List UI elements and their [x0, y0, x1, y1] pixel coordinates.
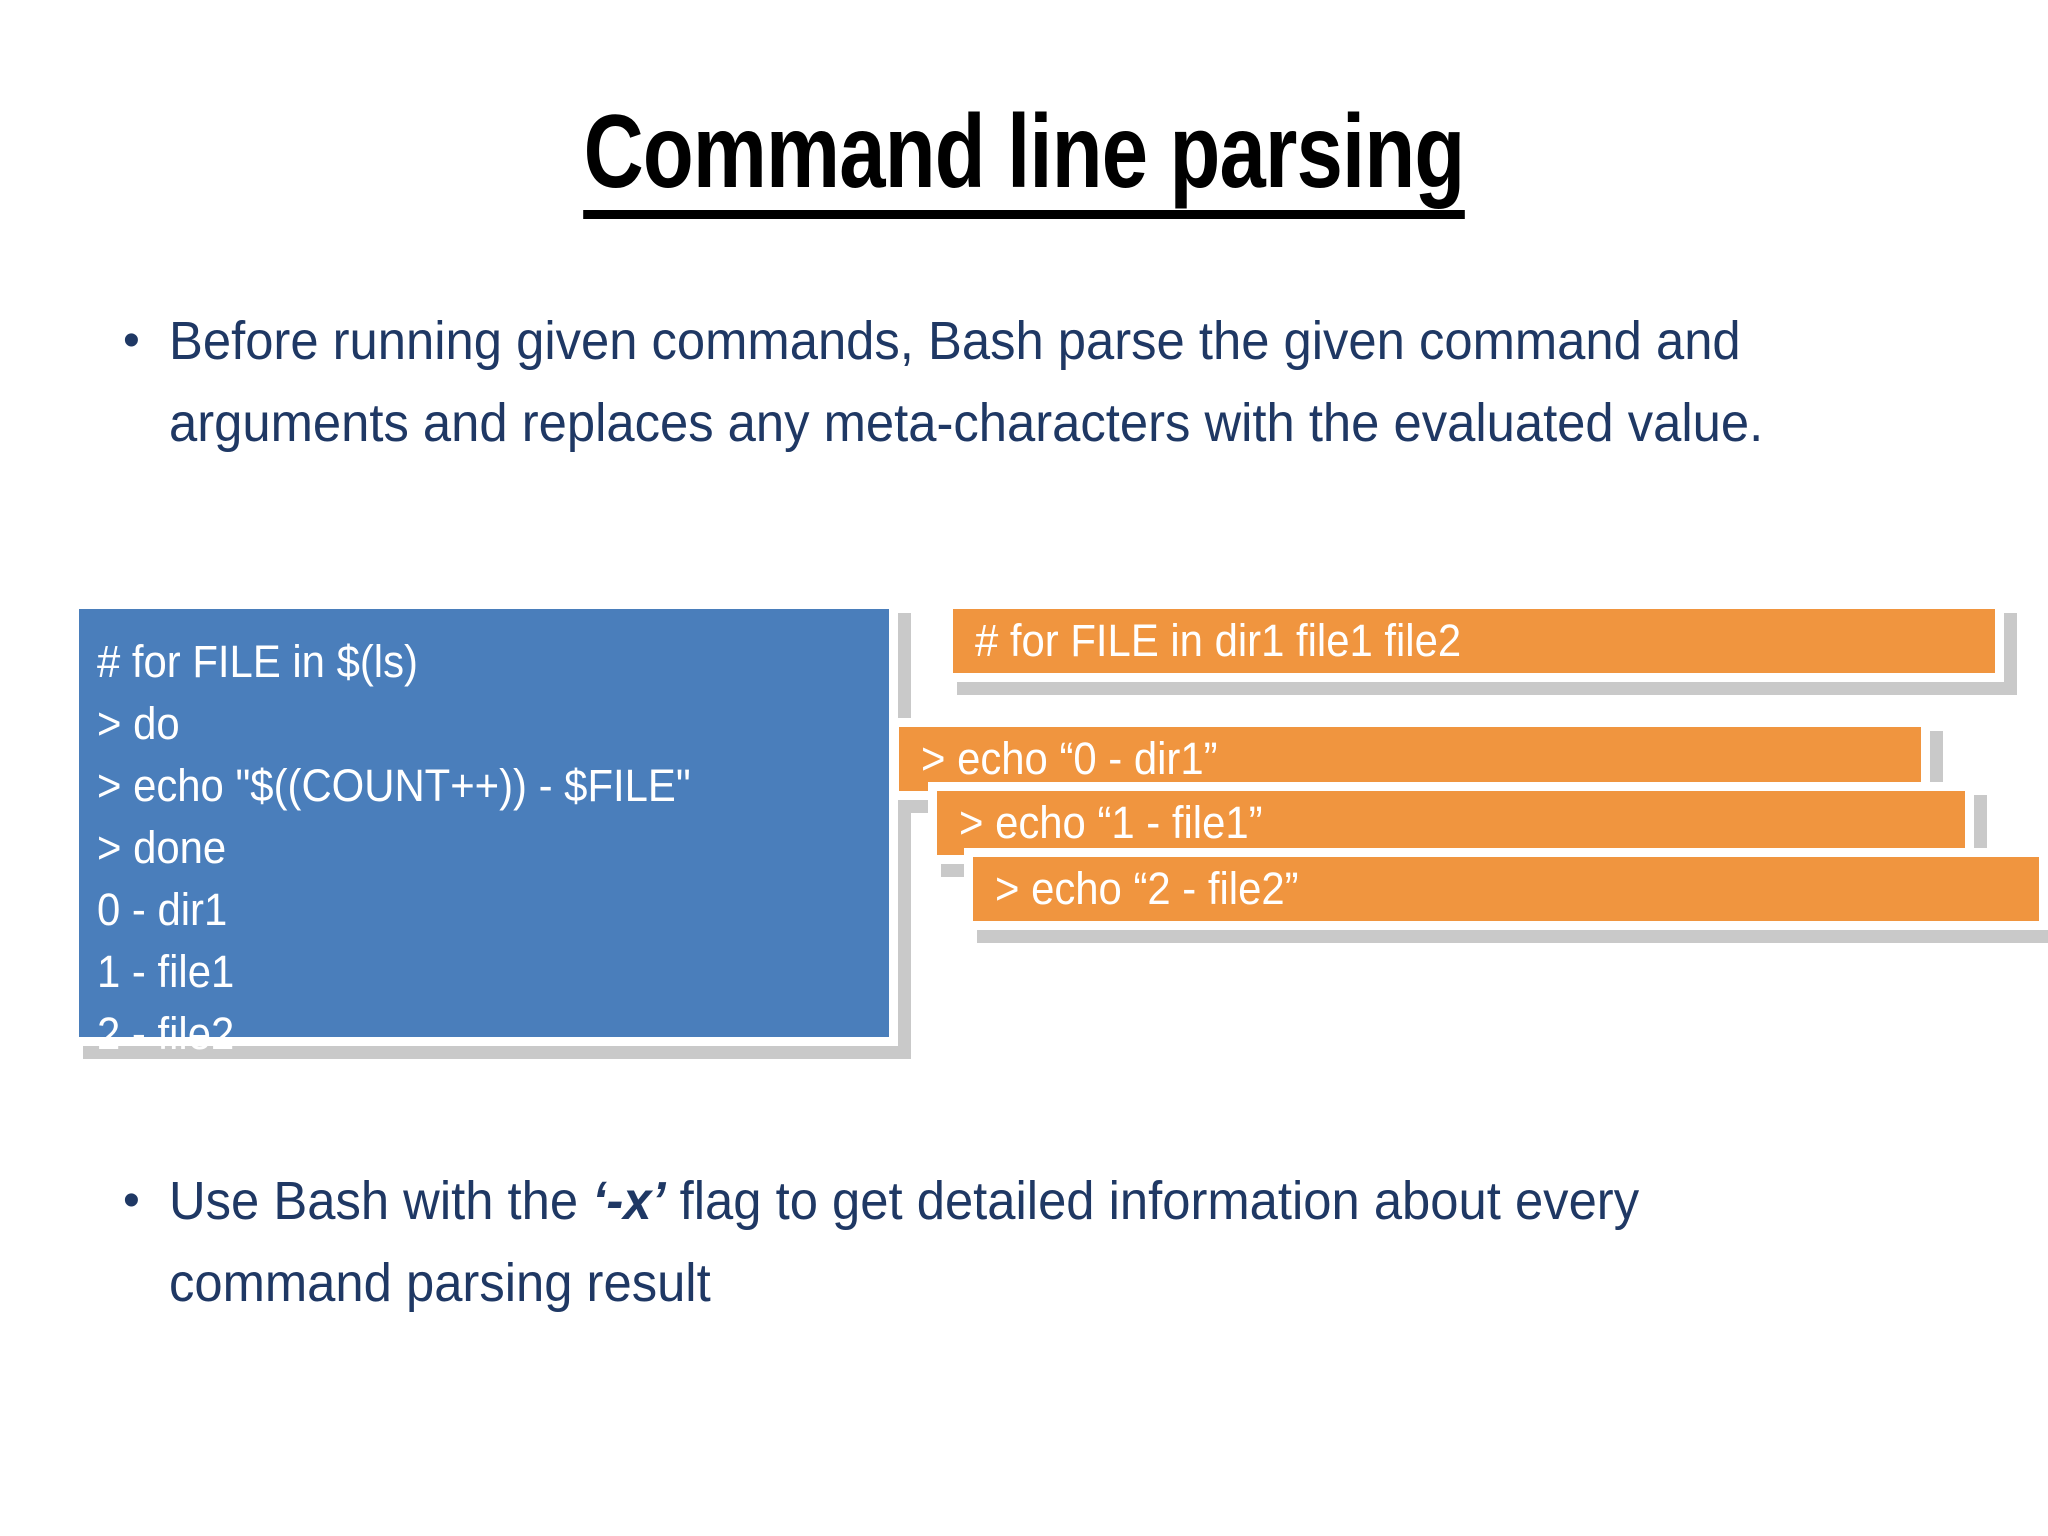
bullet-text-1: Before running given commands, Bash pars…: [169, 311, 1764, 453]
page-title-text: Command line parsing: [583, 96, 1465, 220]
bullet-item-1: • Before running given commands, Bash pa…: [115, 300, 1975, 464]
code-block-input-lines: # for FILE in $(ls) > do > echo "$((COUN…: [97, 631, 834, 1065]
code-line: > echo “1 - file1”: [959, 797, 1263, 848]
code-line: > echo "$((COUNT++)) - $FILE": [97, 760, 691, 811]
bullet-item-2: • Use Bash with the ‘-x’ flag to get det…: [115, 1160, 1975, 1324]
bullet-text-2: Use Bash with the ‘-x’ flag to get detai…: [169, 1160, 1867, 1324]
code-line: > do: [97, 698, 180, 749]
code-line: > echo “2 - file2”: [995, 863, 1299, 914]
code-line: # for FILE in $(ls): [97, 636, 418, 687]
code-line: 2 - file2: [97, 1008, 235, 1059]
code-block-input: # for FILE in $(ls) > do > echo "$((COUN…: [70, 600, 898, 1059]
code-line: # for FILE in dir1 file1 file2: [975, 615, 1462, 666]
page-title: Command line parsing: [205, 96, 1843, 220]
code-block-parsed-1: # for FILE in dir1 file1 file2: [944, 600, 2004, 682]
code-line: 1 - file1: [97, 946, 235, 997]
code-block-parsed-4: > echo “2 - file2”: [964, 848, 2048, 930]
bash-x-flag-emphasis: ‘-x’: [592, 1171, 666, 1231]
bullet-text-2-before: Use Bash with the: [169, 1171, 593, 1231]
code-line: > echo “0 - dir1”: [921, 733, 1218, 784]
code-line: > done: [97, 822, 227, 873]
code-line: 0 - dir1: [97, 884, 228, 935]
bullet-text-2-after: flag to get detailed information about e…: [169, 1171, 1640, 1313]
bullet-marker: •: [123, 1174, 140, 1227]
bullet-marker: •: [123, 314, 140, 367]
